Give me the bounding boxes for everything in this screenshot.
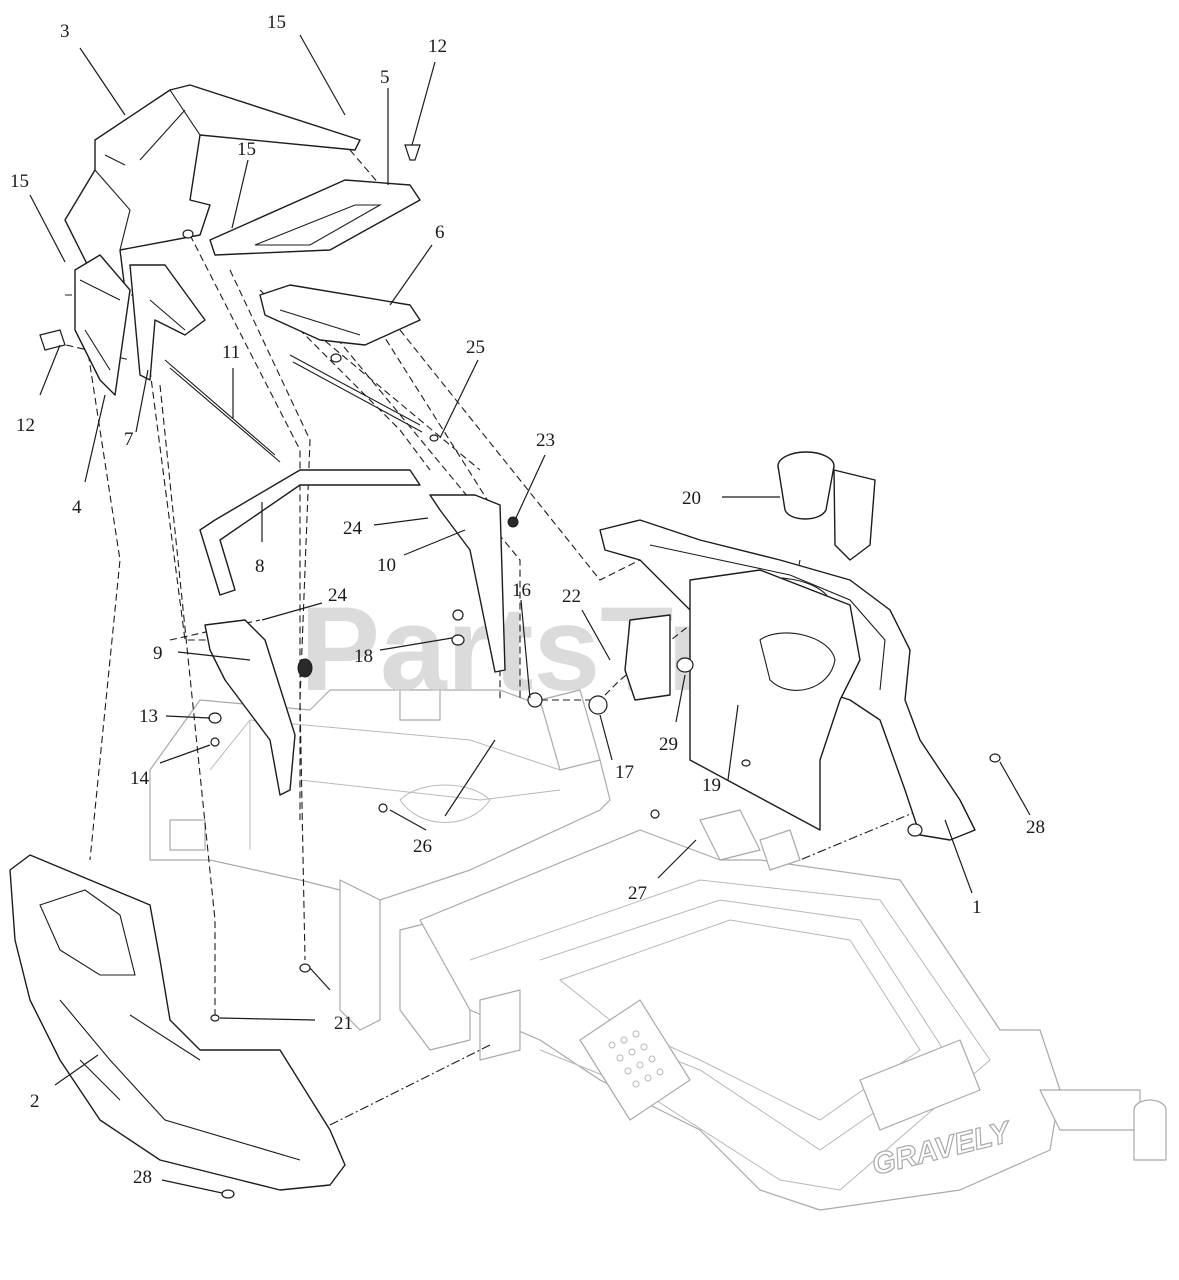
label-28-bottom: 28 <box>133 1167 152 1188</box>
label-15-top: 15 <box>267 12 286 33</box>
label-12-left: 12 <box>16 415 35 436</box>
label-21: 21 <box>334 1013 353 1034</box>
label-12-top: 12 <box>428 36 447 57</box>
label-24-top: 24 <box>343 518 363 539</box>
part-2-front-cowl <box>9 854 346 1191</box>
part-11-rod <box>164 359 281 463</box>
label-2: 2 <box>30 1091 40 1112</box>
label-23: 23 <box>536 430 555 451</box>
label-22: 22 <box>562 586 581 607</box>
label-28-right: 28 <box>1026 817 1045 838</box>
label-15-mid: 15 <box>237 139 256 160</box>
label-11: 11 <box>222 342 240 363</box>
foot-plate-holes <box>608 1030 664 1088</box>
label-6: 6 <box>435 222 445 243</box>
label-16: 16 <box>512 580 531 601</box>
label-25: 25 <box>466 337 485 358</box>
part-19-panel <box>689 569 861 831</box>
label-7: 7 <box>124 429 134 450</box>
mower-frame: GRAVELY <box>149 689 1167 1211</box>
part-7-bracket <box>129 264 206 381</box>
part-5-plate <box>209 179 421 256</box>
part-6-plate <box>259 284 421 346</box>
label-26: 26 <box>413 836 432 857</box>
part-22-bracket <box>624 614 671 701</box>
hardware <box>39 144 1001 1199</box>
leader-lines <box>29 34 1031 1194</box>
part-9-strut <box>204 619 296 796</box>
label-27: 27 <box>628 883 647 904</box>
part-4-side-panel <box>74 254 131 396</box>
part-8-bar <box>199 469 421 596</box>
callout-labels: 1 2 3 4 5 6 7 8 9 10 11 12 12 13 14 15 1… <box>10 12 1045 1188</box>
part-3-upper-shroud <box>64 84 361 291</box>
label-18: 18 <box>354 646 373 667</box>
label-15-left: 15 <box>10 171 29 192</box>
part-10-strut <box>429 494 506 673</box>
label-13: 13 <box>139 706 158 727</box>
label-19: 19 <box>702 775 721 796</box>
label-17: 17 <box>615 762 634 783</box>
label-4: 4 <box>72 497 82 518</box>
label-29: 29 <box>659 734 678 755</box>
label-8: 8 <box>255 556 265 577</box>
label-24-mid: 24 <box>328 585 348 606</box>
part-25-rod <box>289 354 423 433</box>
label-20: 20 <box>682 488 701 509</box>
label-3: 3 <box>60 21 70 42</box>
label-5: 5 <box>380 67 390 88</box>
label-10: 10 <box>377 555 396 576</box>
part-20-cupholder <box>777 451 876 561</box>
label-1: 1 <box>972 897 982 918</box>
label-9: 9 <box>153 643 163 664</box>
label-14: 14 <box>130 768 150 789</box>
